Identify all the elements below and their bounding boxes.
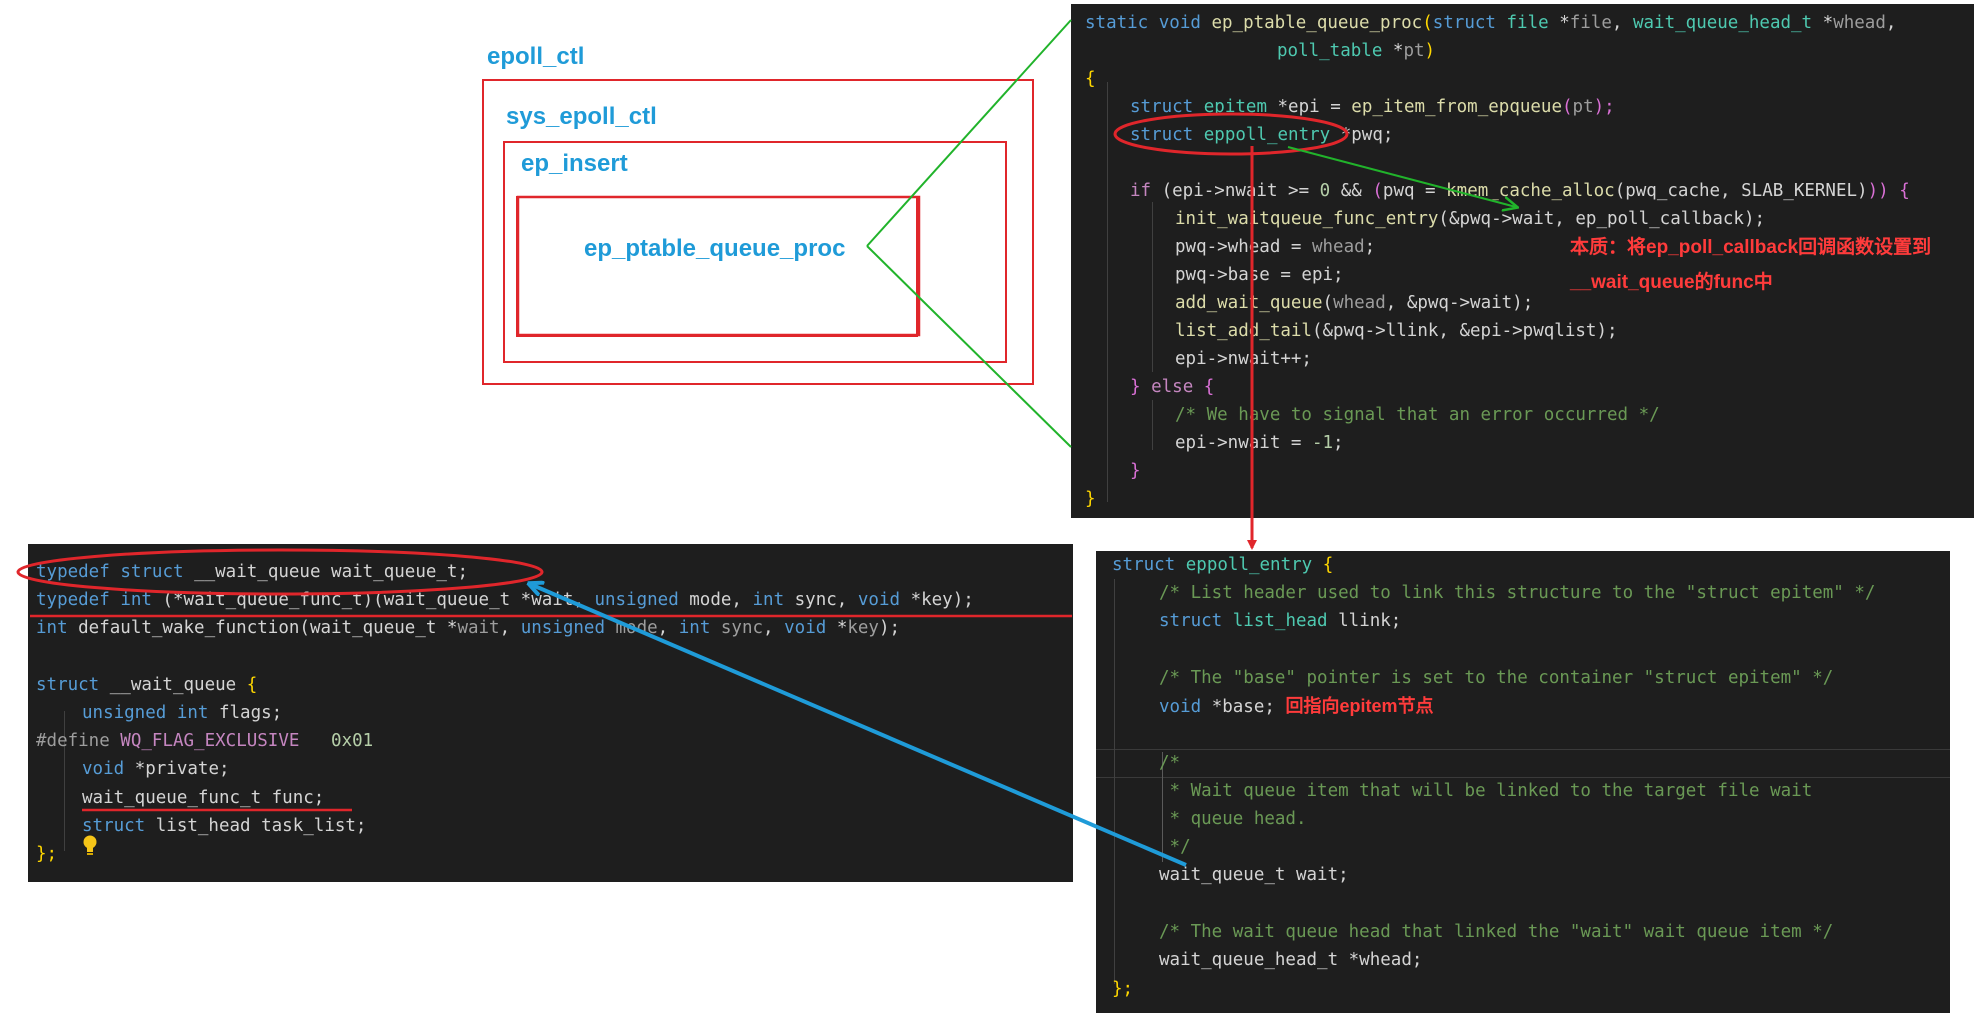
- code-line: };: [36, 844, 58, 864]
- code-line: pwq->whead = whead;: [1175, 237, 1376, 257]
- code-line: }: [1085, 489, 1096, 509]
- code-line: typedef struct __wait_queue wait_queue_t…: [36, 562, 469, 582]
- frame-epoll-ctl: [482, 79, 1034, 385]
- label-ep-insert: ep_insert: [521, 150, 628, 177]
- zoom-connector-lower: [866, 245, 1072, 448]
- lightbulb-icon[interactable]: [40, 814, 97, 855]
- code-comment: * Wait queue item that will be linked to…: [1159, 781, 1813, 801]
- code-line: wait_queue_t wait;: [1159, 865, 1349, 885]
- code-line: #define WQ_FLAG_EXCLUSIVE 0x01: [36, 731, 374, 751]
- code-line: list_add_tail(&pwq->llink, &epi->pwqlist…: [1175, 321, 1618, 341]
- frame-sys-epoll-ctl: [503, 141, 1007, 363]
- code-line: static void ep_ptable_queue_proc(struct …: [1085, 13, 1897, 33]
- arrow-wait-to-wait-queue-t: [530, 584, 1187, 867]
- code-line: wait_queue_func_t func;: [82, 788, 325, 808]
- code-comment: * queue head.: [1159, 809, 1307, 829]
- code-comment: */: [1159, 837, 1191, 857]
- code-line: init_waitqueue_func_entry(&pwq->wait, ep…: [1175, 209, 1766, 229]
- code-line: }: [1130, 461, 1141, 481]
- label-epoll-ctl: epoll_ctl: [487, 43, 585, 70]
- label-sys-epoll-ctl: sys_epoll_ctl: [506, 103, 657, 130]
- code-line: if (epi->nwait >= 0 && (pwq = kmem_cache…: [1130, 181, 1910, 201]
- code-line: struct epitem *epi = ep_item_from_epqueu…: [1130, 97, 1615, 117]
- frame-ep-ptable-queue-proc: [516, 195, 921, 337]
- highlight-typedef-wait-queue-t: [16, 548, 544, 596]
- code-line: unsigned int flags;: [82, 703, 283, 723]
- code-line: void *base; 回指向epitem节点: [1159, 696, 1434, 717]
- code-line: struct __wait_queue {: [36, 675, 258, 695]
- code-line: epi->nwait = -1;: [1175, 433, 1344, 453]
- arrow-to-alloc: [1287, 146, 1516, 207]
- code-line: pwq->base = epi;: [1175, 265, 1344, 285]
- annotation-base-pointer: 回指向epitem节点: [1285, 696, 1434, 716]
- code-comment: /* The "base" pointer is set to the cont…: [1159, 668, 1834, 688]
- code-line: struct eppoll_entry {: [1112, 555, 1334, 575]
- code-panel-ep-ptable-queue-proc: static void ep_ptable_queue_proc(struct …: [1071, 4, 1974, 518]
- code-panel-wait-queue: typedef struct __wait_queue wait_queue_t…: [28, 544, 1073, 882]
- label-ep-ptable-queue-proc: ep_ptable_queue_proc: [584, 235, 846, 262]
- code-line: struct list_head task_list;: [82, 816, 367, 836]
- code-line: {: [1085, 69, 1096, 89]
- code-comment: /* The wait queue head that linked the "…: [1159, 922, 1834, 942]
- code-line: } else {: [1130, 377, 1215, 397]
- annotation-essence-line1: 本质：将ep_poll_callback回调函数设置到: [1570, 237, 1932, 258]
- code-comment: /* List header used to link this structu…: [1159, 583, 1876, 603]
- code-line: };: [1112, 979, 1134, 999]
- code-line: void *private;: [82, 759, 230, 779]
- highlight-eppoll-entry-decl: [1113, 112, 1349, 156]
- code-line: wait_queue_head_t *whead;: [1159, 950, 1423, 970]
- code-panel-eppoll-entry: struct eppoll_entry { /* List header use…: [1096, 551, 1950, 1013]
- zoom-connector-upper: [866, 19, 1072, 247]
- code-line: epi->nwait++;: [1175, 349, 1312, 369]
- code-comment: /* We have to signal that an error occur…: [1175, 405, 1660, 425]
- annotation-essence-line2: __wait_queue的func中: [1570, 272, 1773, 293]
- code-line: poll_table *pt): [1277, 41, 1436, 61]
- code-comment: /*: [1159, 753, 1181, 773]
- code-line: struct eppoll_entry *pwq;: [1130, 125, 1394, 145]
- code-line: struct list_head llink;: [1159, 611, 1402, 631]
- code-line: add_wait_queue(whead, &pwq->wait);: [1175, 293, 1534, 313]
